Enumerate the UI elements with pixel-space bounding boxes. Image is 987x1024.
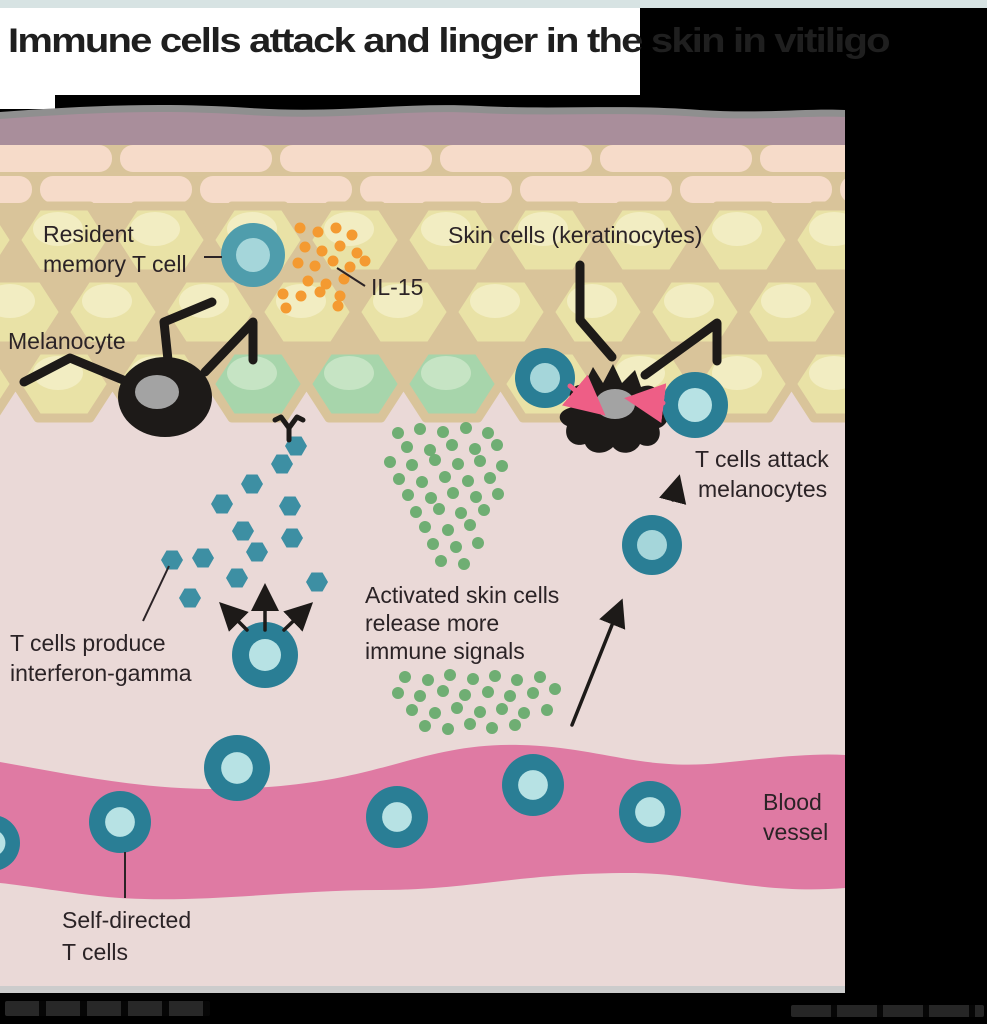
vitiligo-diagram: Blood vessel bbox=[0, 95, 845, 993]
il15-dots bbox=[277, 222, 371, 314]
circulating-t-cells bbox=[0, 735, 681, 870]
top-white-notch bbox=[0, 95, 55, 109]
footer-credit-right-smudge bbox=[791, 1005, 984, 1017]
flattened-skin-cell-rows bbox=[0, 145, 845, 203]
stratum-corneum-band bbox=[0, 112, 845, 145]
activated-cells-label-line1: Activated skin cells bbox=[365, 582, 559, 608]
interferon-gamma-hexagons bbox=[161, 436, 328, 608]
attack-label-arrow bbox=[659, 474, 687, 505]
melanocyte-nucleus bbox=[595, 389, 635, 419]
bottom-gray-line bbox=[0, 986, 845, 993]
il15-label: IL-15 bbox=[371, 274, 423, 300]
activated-cells-label-line2: release more bbox=[365, 610, 499, 636]
t-cells-attack-label-line1: T cells attack bbox=[695, 446, 829, 472]
vessel-to-skin-arrow bbox=[570, 598, 626, 727]
melanocyte-left bbox=[19, 297, 258, 437]
keratinocytes-label: Skin cells (keratinocytes) bbox=[448, 222, 702, 248]
skin-t-cells bbox=[221, 223, 728, 688]
footer-credit-left-smudge bbox=[5, 1001, 210, 1016]
melanocyte-nucleus bbox=[135, 375, 179, 409]
figure-title: Immune cells attack and linger in the sk… bbox=[8, 22, 891, 60]
self-directed-label-line2: T cells bbox=[62, 939, 128, 965]
immune-signal-dots bbox=[384, 422, 561, 735]
top-strip bbox=[0, 0, 987, 8]
activated-cells-label-line3: immune signals bbox=[365, 638, 525, 664]
top-black-band bbox=[55, 95, 845, 110]
blood-vessel-label-line1: Blood bbox=[763, 789, 822, 815]
attack-arrow-left bbox=[561, 374, 606, 416]
t-cells-attack-label-line2: melanocytes bbox=[698, 476, 827, 502]
melanocyte-label: Melanocyte bbox=[8, 328, 126, 354]
arrows bbox=[219, 474, 687, 727]
interferon-label-line1: T cells produce bbox=[10, 630, 166, 656]
self-directed-label-line1: Self-directed bbox=[62, 907, 191, 933]
receptor-icon bbox=[272, 414, 306, 443]
pointer-lines bbox=[124, 256, 366, 898]
interferon-label-line2: interferon-gamma bbox=[10, 660, 192, 686]
attack-arrow-right bbox=[624, 383, 667, 423]
title-panel bbox=[0, 8, 640, 96]
resident-memory-t-cell-label-line1: Resident bbox=[43, 221, 134, 247]
attacker-t-cell-left bbox=[515, 348, 575, 408]
blood-vessel-label-line2: vessel bbox=[763, 819, 828, 845]
resident-memory-t-cell-label-line2: memory T cell bbox=[43, 251, 187, 277]
